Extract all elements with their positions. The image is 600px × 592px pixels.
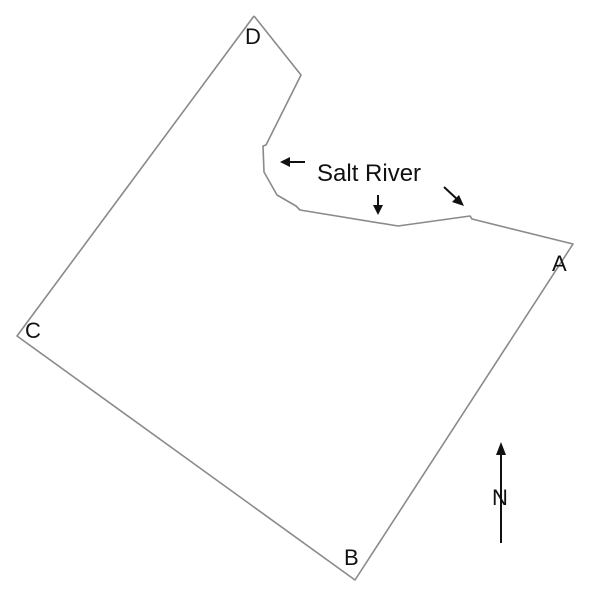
corner-label-a: A <box>552 251 567 276</box>
corner-label-c: C <box>25 318 41 343</box>
north-label: N <box>492 485 508 510</box>
corner-label-d: D <box>245 24 261 49</box>
corner-label-b: B <box>344 545 359 570</box>
river-arrow-down-right-icon <box>443 186 464 206</box>
river-label: Salt River <box>317 160 421 187</box>
parcel-boundary <box>16 15 574 581</box>
river-arrow-down-icon <box>373 195 383 215</box>
north-arrow-icon <box>496 442 506 543</box>
river-arrow-left-icon <box>280 157 305 167</box>
